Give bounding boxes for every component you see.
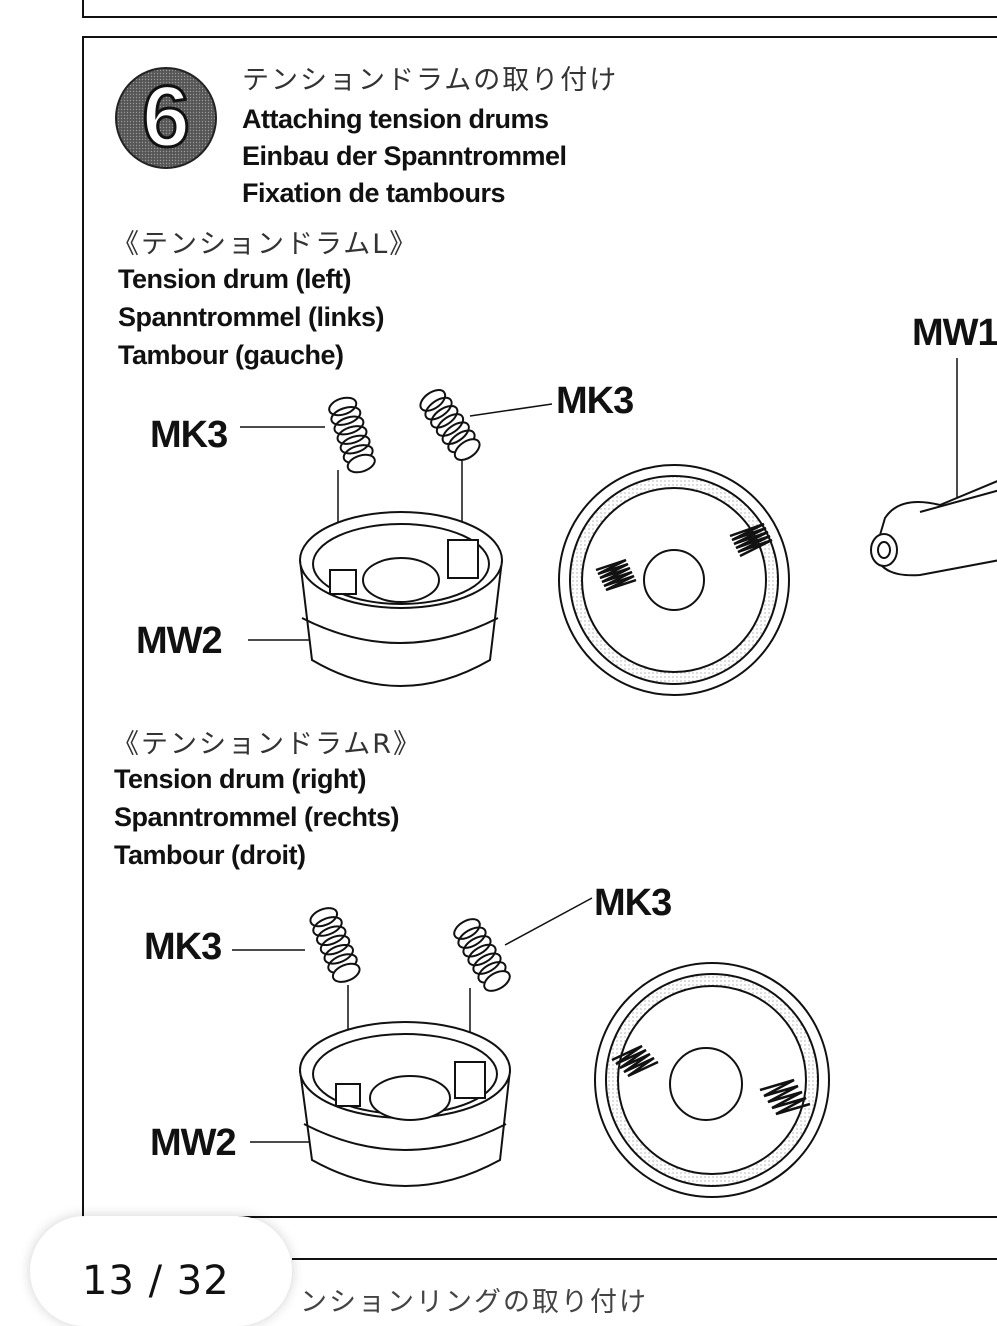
left-drum-heading-en: Tension drum (left): [118, 264, 352, 294]
left-drum-heading-jp: 《テンションドラムL》: [112, 229, 419, 260]
right-drum-label: MW2: [150, 1122, 237, 1164]
right-drum-heading-fr: Tambour (droit): [114, 840, 306, 870]
left-drum-heading-de: Spanntrommel (links): [118, 302, 385, 332]
right-spring-label-b: MK3: [594, 882, 672, 924]
right-drum-heading-jp: 《テンションドラムR》: [112, 729, 422, 760]
left-drum-face: [558, 464, 790, 696]
right-drum-heading-en: Tension drum (right): [114, 764, 366, 794]
page-indicator: 13 / 32: [82, 1258, 230, 1304]
right-drum-cup: [299, 1021, 511, 1187]
side-part-label: MW1: [912, 312, 997, 354]
left-drum-label: MW2: [136, 620, 223, 662]
step-frame: [82, 36, 997, 1218]
step-title-de: Einbau der Spanntrommel: [242, 141, 567, 171]
next-step-title: ンションリングの取り付け: [300, 1287, 648, 1318]
step-number: 6: [142, 69, 190, 165]
left-spring-label-a: MK3: [150, 414, 228, 456]
left-drum-cup: [299, 511, 503, 687]
step-title-en: Attaching tension drums: [242, 104, 549, 134]
right-spring-label-a: MK3: [144, 926, 222, 968]
left-spring-b: [419, 389, 481, 461]
step-title-jp: テンションドラムの取り付け: [242, 65, 619, 96]
left-drum-heading-fr: Tambour (gauche): [118, 340, 344, 370]
left-spring-label-b: MK3: [556, 380, 634, 422]
side-part-mw1: [870, 358, 997, 577]
right-spring-b: [453, 918, 511, 992]
previous-step-frame: [82, 0, 997, 18]
right-spring-a: [309, 907, 361, 983]
left-spring-a: [328, 396, 376, 474]
step-number-badge: 6: [115, 67, 217, 169]
next-step-divider: [292, 1258, 997, 1260]
step-title-fr: Fixation de tambours: [242, 178, 506, 208]
right-drum-face: [594, 962, 830, 1198]
right-drum-heading-de: Spanntrommel (rechts): [114, 802, 400, 832]
